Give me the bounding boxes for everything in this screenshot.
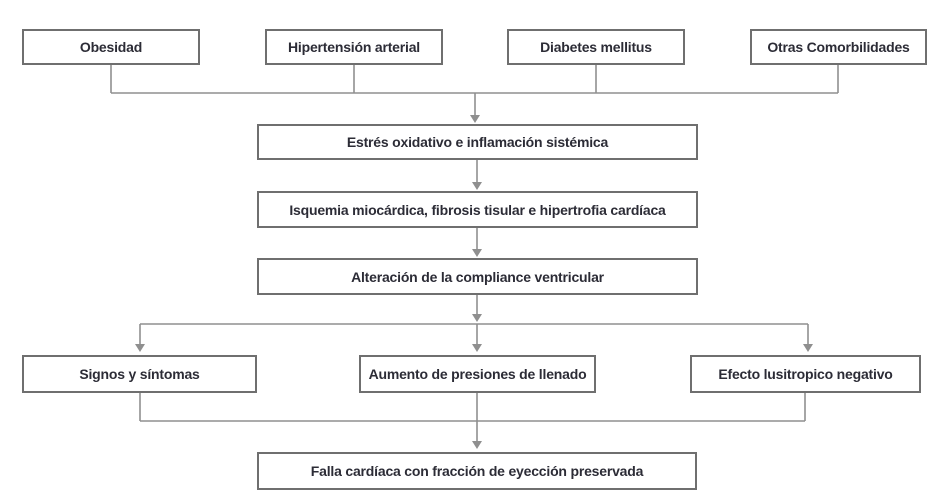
arrow-to-isquemia bbox=[472, 160, 482, 190]
arrowhead-icon bbox=[472, 249, 482, 257]
node-otras-comorbilidades-label: Otras Comorbilidades bbox=[767, 39, 910, 55]
top-connector bbox=[110, 65, 839, 94]
arrow-to-alteracion bbox=[472, 228, 482, 257]
arrowhead-icon bbox=[472, 344, 482, 352]
node-falla-cardiaca: Falla cardíaca con fracción de eyección … bbox=[257, 452, 697, 490]
node-diabetes-mellitus-label: Diabetes mellitus bbox=[540, 39, 652, 55]
node-aumento-presiones: Aumento de presiones de llenado bbox=[359, 355, 596, 393]
node-efecto-lusitropico: Efecto lusitropico negativo bbox=[690, 355, 921, 393]
node-obesidad: Obesidad bbox=[22, 29, 200, 65]
arrowhead-icon bbox=[472, 182, 482, 190]
arrow-to-branch bbox=[472, 295, 482, 322]
node-isquemia-miocardica-label: Isquemia miocárdica, fibrosis tisular e … bbox=[289, 201, 666, 218]
node-estres-oxidativo: Estrés oxidativo e inflamación sistémica bbox=[257, 124, 698, 160]
node-otras-comorbilidades: Otras Comorbilidades bbox=[750, 29, 927, 65]
branch-connector bbox=[135, 323, 813, 352]
arrowhead-icon bbox=[472, 441, 482, 449]
node-efecto-lusitropico-label: Efecto lusitropico negativo bbox=[718, 366, 893, 382]
arrowhead-icon bbox=[803, 344, 813, 352]
node-estres-oxidativo-label: Estrés oxidativo e inflamación sistémica bbox=[346, 134, 609, 150]
node-aumento-presiones-label: Aumento de presiones de llenado bbox=[368, 366, 587, 382]
node-isquemia-miocardica: Isquemia miocárdica, fibrosis tisular e … bbox=[257, 191, 698, 228]
converge-connector bbox=[139, 393, 806, 449]
arrowhead-icon bbox=[472, 314, 482, 322]
node-hipertension-arterial-label: Hipertensión arterial bbox=[288, 39, 420, 55]
node-signos-sintomas: Signos y síntomas bbox=[22, 355, 257, 393]
node-obesidad-label: Obesidad bbox=[79, 39, 143, 55]
node-alteracion-compliance-label: Alteración de la compliance ventricular bbox=[351, 268, 604, 285]
node-diabetes-mellitus: Diabetes mellitus bbox=[507, 29, 685, 65]
arrowhead-icon bbox=[135, 344, 145, 352]
arrow-to-estres bbox=[470, 93, 480, 123]
node-signos-sintomas-label: Signos y síntomas bbox=[79, 366, 200, 382]
node-falla-cardiaca-label: Falla cardíaca con fracción de eyección … bbox=[310, 463, 644, 479]
node-alteracion-compliance: Alteración de la compliance ventricular bbox=[257, 258, 698, 295]
arrowhead-icon bbox=[470, 115, 480, 123]
node-hipertension-arterial: Hipertensión arterial bbox=[265, 29, 443, 65]
